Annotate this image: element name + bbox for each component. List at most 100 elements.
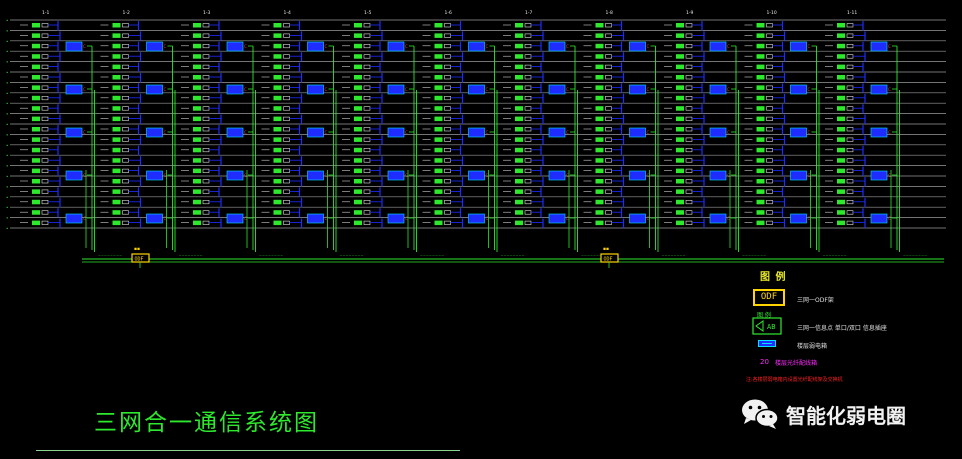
floor-outlet: [32, 54, 40, 59]
outlet-label: [283, 64, 290, 69]
floor-outlet: [837, 147, 845, 153]
floor-outlet: [193, 23, 201, 28]
box-mark: C: [888, 87, 891, 92]
outlet-label: [202, 75, 210, 80]
floor-outlet: [193, 189, 201, 194]
floor-outlet: [354, 199, 362, 205]
floor-outlet: [837, 127, 845, 132]
outlet-label: [202, 106, 210, 111]
floor-outlet: [515, 116, 523, 122]
floor-outlet: [515, 179, 523, 184]
outlet-label: [202, 168, 210, 173]
floor-outlet: [837, 199, 845, 205]
outlet-label: [202, 189, 210, 194]
floor-distribution-box: [468, 127, 485, 138]
outlet-label: [202, 64, 210, 69]
floor-outlet: [193, 106, 201, 111]
outlet-label: [766, 200, 773, 205]
floor-outlet: [193, 168, 201, 174]
legend-outlet-symbol: AB: [752, 317, 782, 335]
outlet-label: [605, 43, 612, 49]
floor-outlet: [595, 210, 604, 215]
outlet-label: [685, 116, 693, 121]
outlet-label: [846, 137, 854, 142]
box-mark: C: [405, 130, 408, 135]
floor-outlet: [354, 168, 362, 174]
floor-outlet: [273, 158, 282, 163]
outlet-label: [122, 43, 129, 49]
outlet-label: [202, 148, 210, 153]
outlet-label: [363, 75, 371, 80]
floor-distribution-box: [548, 170, 566, 181]
outlet-label: [444, 127, 451, 132]
outlet-label: [363, 158, 371, 163]
box-mark: C: [566, 173, 569, 178]
floor-outlet: [193, 64, 201, 70]
floor-outlet: [595, 220, 604, 226]
column-tag: 1-7: [525, 10, 532, 16]
floor-outlet: [32, 23, 40, 28]
floor-outlet: [595, 33, 604, 38]
floor-outlet: [837, 168, 845, 174]
floor-distribution-box: [307, 41, 324, 52]
floor-outlet: [595, 85, 604, 90]
floor-distribution-box: [709, 170, 727, 181]
floor-outlet: [515, 43, 523, 49]
outlet-label: [444, 54, 451, 59]
floor-outlet: [676, 116, 684, 122]
floor-outlet: [837, 95, 845, 101]
outlet-label: [524, 33, 532, 38]
floor-outlet: [676, 158, 684, 163]
outlet-label: [283, 179, 290, 184]
outlet-label: [846, 33, 854, 38]
outlet-label: [363, 23, 371, 28]
outlet-label: [363, 85, 371, 90]
floor-distribution-box: [629, 127, 646, 138]
floor-outlet: [595, 95, 604, 101]
outlet-label: [363, 210, 371, 215]
column-tag: 1-6: [445, 10, 452, 16]
outlet-label: [846, 127, 854, 132]
box-mark: C: [647, 44, 650, 49]
floor-distribution-box: [65, 170, 83, 181]
floor-outlet: [595, 179, 604, 184]
floor-marker: •: [6, 101, 8, 106]
floor-outlet: [354, 23, 362, 28]
outlet-label: [202, 127, 210, 132]
outlet-label: [41, 189, 49, 194]
outlet-label: [363, 179, 371, 184]
legend-magenta-mark: 20: [760, 358, 769, 366]
outlet-label: [524, 54, 532, 59]
box-mark: C: [486, 87, 489, 92]
outlet-label: [605, 200, 612, 205]
outlet-label: [685, 33, 693, 38]
floor-distribution-box: [790, 213, 807, 224]
floor-outlet: [354, 158, 362, 163]
floor-outlet: [515, 54, 523, 59]
outlet-label: [685, 75, 693, 80]
floor-outlet: [273, 179, 282, 184]
cable-label: ~~~~~~~~: [903, 254, 927, 258]
outlet-label: [444, 75, 451, 80]
outlet-label: [605, 23, 612, 28]
outlet-label: [685, 54, 693, 59]
floor-distribution-box: [146, 127, 163, 138]
floor-outlet: [112, 106, 121, 111]
outlet-label: [685, 96, 693, 101]
column-tag: 1-8: [606, 10, 613, 16]
floor-outlet: [676, 137, 684, 142]
floor-outlet: [32, 137, 40, 142]
box-mark: C: [486, 130, 489, 135]
odf-tag: ▪▪: [134, 247, 140, 252]
floor-distribution-box: [468, 213, 485, 224]
floor-outlet: [354, 220, 362, 226]
floor-outlet: [756, 168, 765, 174]
outlet-label: [202, 179, 210, 184]
outlet-label: [444, 106, 451, 111]
floor-outlet: [756, 210, 765, 215]
outlet-label: [444, 189, 451, 194]
outlet-label: [766, 220, 773, 225]
legend-odf-box: ODF: [753, 289, 785, 306]
box-mark: C: [325, 44, 328, 49]
outlet-label: [685, 85, 693, 90]
